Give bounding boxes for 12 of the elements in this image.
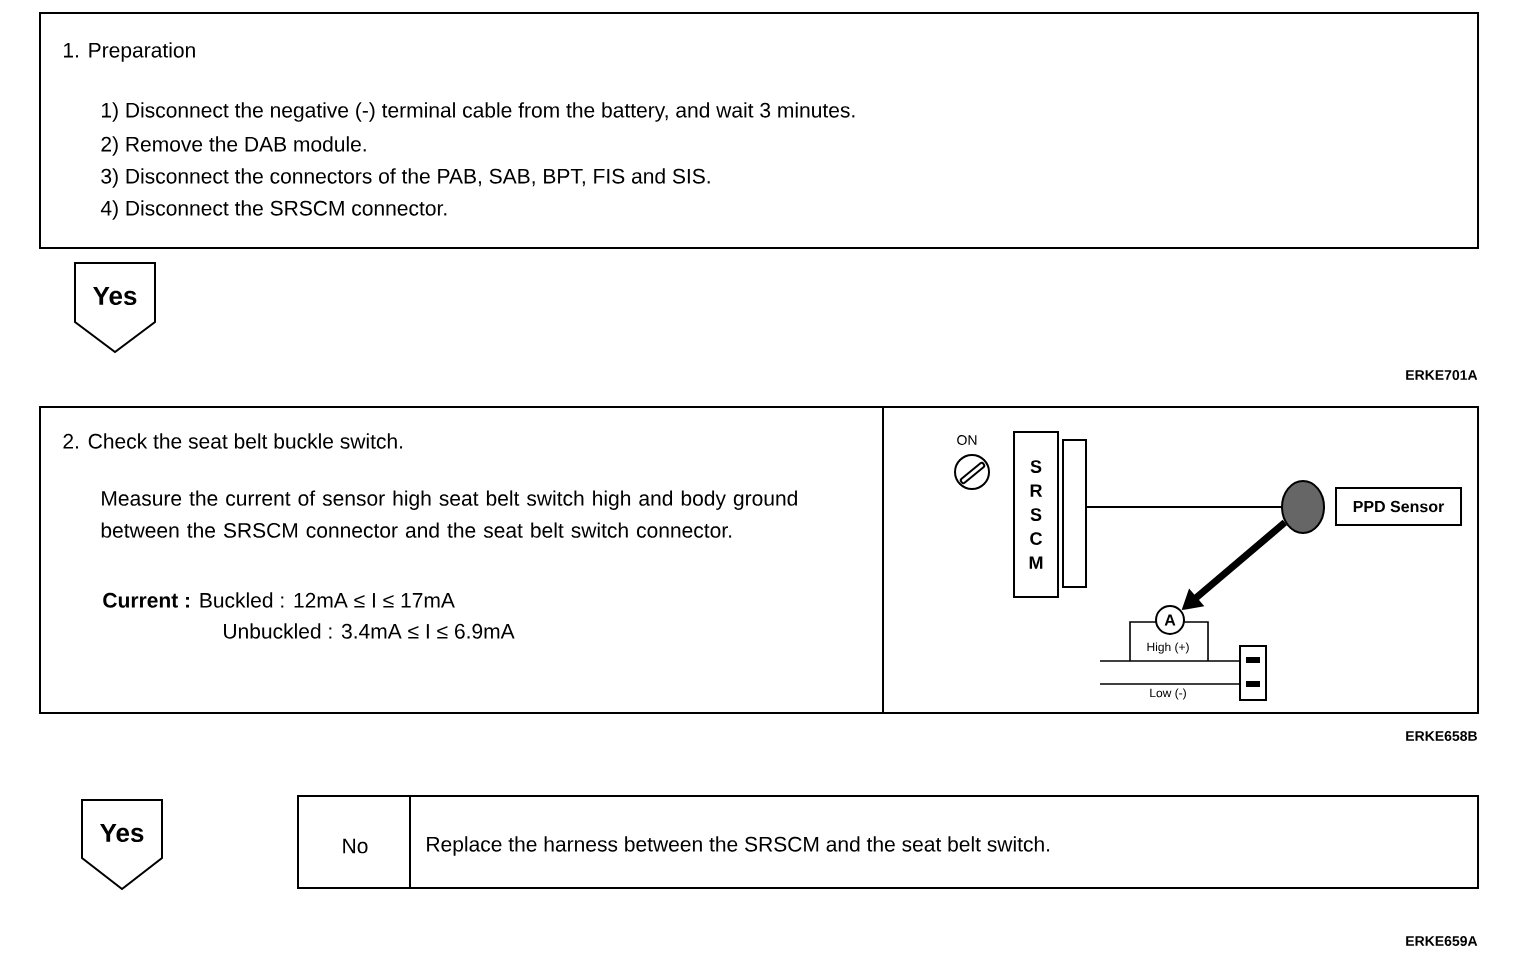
switch-label: ON xyxy=(957,435,977,445)
step-box: 1. Preparation 1) Disconnect the negative (-) terminal cable from the battery, and wait 3 minutes. 2) Remove the DAB module. 3) Disconnect the connectors of the PAB, SAB, BPT, FIS and SIS. 4) Disconnect the SRSCM connector. xyxy=(39,12,1479,249)
terminal-label: Low (-) xyxy=(1150,688,1186,700)
result-box: No Replace the harness between the SRSCM and the seat belt switch. xyxy=(297,795,1479,889)
module-box: S R S C M xyxy=(1013,431,1059,598)
connector-bar xyxy=(1062,439,1087,588)
figure-code: ERKE658B xyxy=(1406,731,1477,741)
wire xyxy=(1086,506,1282,508)
figure-code: ERKE701A xyxy=(1406,370,1478,380)
connector-plug xyxy=(1281,480,1325,534)
figure-code: ERKE659A xyxy=(1406,936,1478,946)
sensor-box: PPD Sensor xyxy=(1335,487,1462,526)
